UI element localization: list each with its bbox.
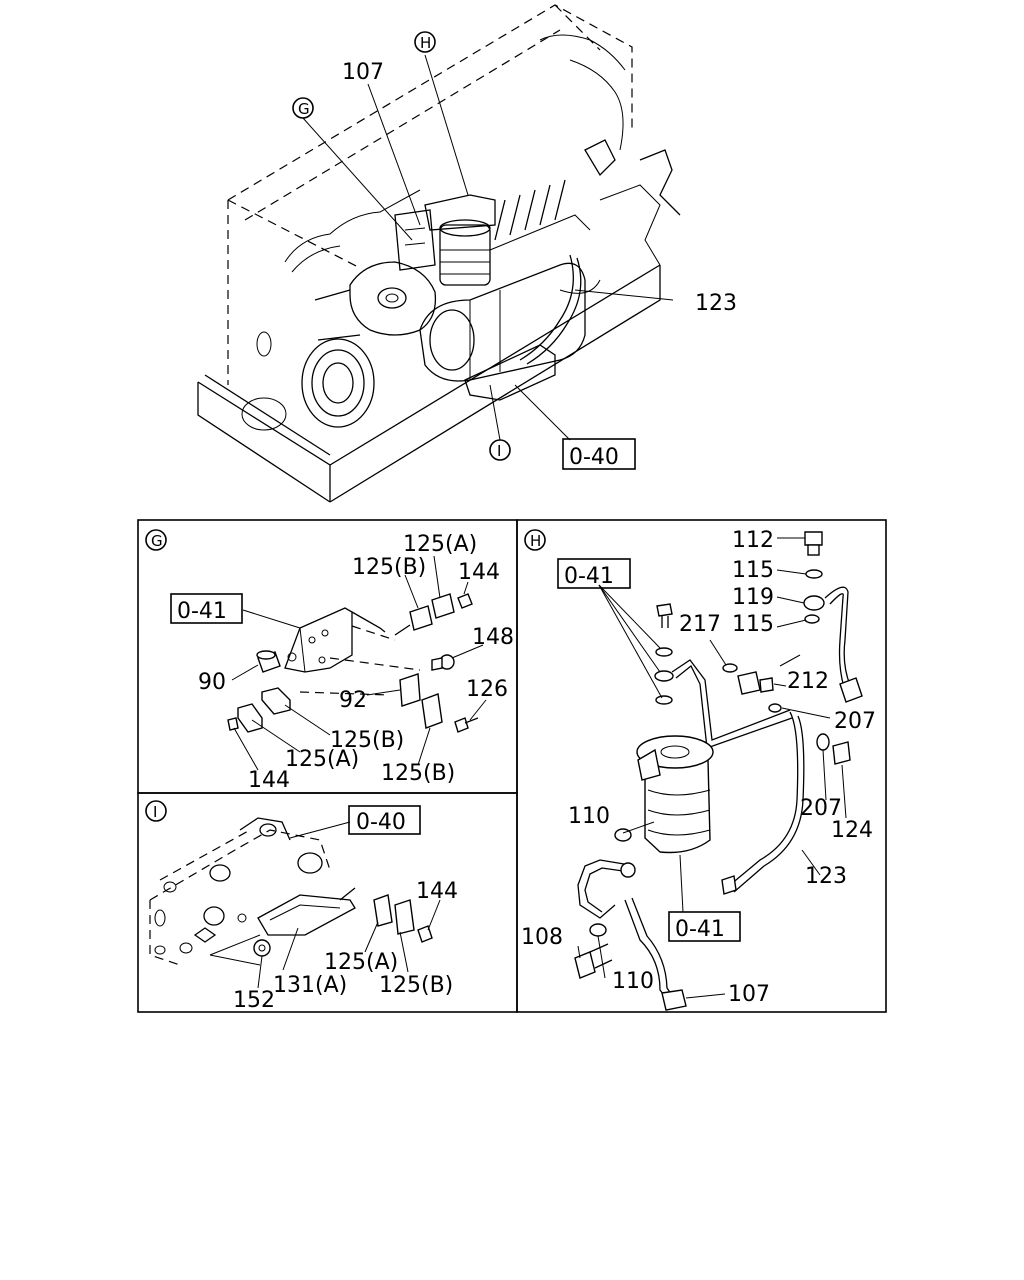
panel-h-label-110-b: 110 bbox=[612, 969, 654, 994]
panel-i-label-152: 152 bbox=[233, 988, 275, 1013]
overview-detail-h-text: H bbox=[420, 34, 431, 52]
panel-i-parts bbox=[149, 817, 433, 966]
panel-h-label-107: 107 bbox=[728, 982, 770, 1007]
panel-i-leaders bbox=[257, 821, 441, 989]
panel-g-label-125b-mid: 125(B) bbox=[330, 728, 404, 753]
panel-h-label-217: 217 bbox=[679, 612, 721, 637]
panel-h-label-124: 124 bbox=[831, 818, 873, 843]
overview-label-107: 107 bbox=[342, 60, 384, 85]
panel-h-ref-box-041-bot bbox=[668, 911, 741, 942]
panel-h-label-212: 212 bbox=[787, 669, 829, 694]
panel-h-label-115-a: 115 bbox=[732, 558, 774, 583]
panel-h-frame bbox=[516, 519, 887, 1013]
panel-g-tag: G bbox=[151, 532, 163, 550]
panel-g-label-144-bot: 144 bbox=[248, 768, 290, 793]
overview-detail-g-text: G bbox=[298, 100, 310, 118]
panel-i-tag: I bbox=[153, 803, 157, 821]
panel-g-label-92: 92 bbox=[339, 688, 367, 713]
panel-g-label-125a-top: 125(A) bbox=[403, 532, 477, 557]
panel-i-ref-box-040 bbox=[348, 805, 421, 835]
panel-h-label-115-b: 115 bbox=[732, 612, 774, 637]
panel-h-leaders bbox=[577, 537, 847, 999]
panel-g-ref-box-041 bbox=[170, 593, 243, 624]
engine-overview bbox=[197, 4, 681, 503]
overview-detail-i-marker bbox=[489, 439, 511, 461]
panel-h-ref-041-top: 0-41 bbox=[564, 564, 614, 589]
panel-g-parts bbox=[227, 593, 479, 733]
overview-label-123: 123 bbox=[695, 291, 737, 316]
panel-g-label-148: 148 bbox=[472, 625, 514, 650]
panel-g-label-90: 90 bbox=[198, 670, 226, 695]
panel-h-label-108: 108 bbox=[521, 925, 563, 950]
overview-leaders bbox=[302, 54, 674, 441]
panel-g-ref-041: 0-41 bbox=[177, 599, 227, 624]
panel-g-leaders bbox=[231, 555, 487, 771]
panel-h-label-119: 119 bbox=[732, 585, 774, 610]
panel-h-ref-041-bot: 0-41 bbox=[675, 917, 725, 942]
panel-h-tag: H bbox=[530, 532, 541, 550]
panel-i-label-144: 144 bbox=[416, 879, 458, 904]
panel-h-label-110-a: 110 bbox=[568, 804, 610, 829]
panel-h-label-207-b: 207 bbox=[800, 796, 842, 821]
overview-detail-i-text: I bbox=[497, 442, 501, 460]
panel-i-label-125a: 125(A) bbox=[324, 950, 398, 975]
panel-g-label-125b-bot: 125(B) bbox=[381, 761, 455, 786]
panel-h-parts bbox=[574, 531, 863, 1011]
panel-h-label-112: 112 bbox=[732, 528, 774, 553]
panel-h-tag-marker bbox=[524, 529, 546, 551]
panel-g-label-126: 126 bbox=[466, 677, 508, 702]
panel-i-tag-marker bbox=[145, 800, 167, 822]
overview-ref-box-040 bbox=[562, 438, 636, 470]
overview-detail-h-marker bbox=[414, 31, 436, 53]
panel-g-label-144-top: 144 bbox=[458, 560, 500, 585]
panel-g-label-125a-mid: 125(A) bbox=[285, 747, 359, 772]
panel-i-ref-040: 0-40 bbox=[356, 810, 406, 835]
overview-ref-040: 0-40 bbox=[569, 445, 619, 470]
panel-i-label-131a: 131(A) bbox=[273, 973, 347, 998]
panel-h-ref-box-041-top bbox=[557, 558, 631, 589]
panel-g-tag-marker bbox=[145, 529, 167, 551]
panel-i-label-125b: 125(B) bbox=[379, 973, 453, 998]
overview-detail-g-marker bbox=[292, 97, 314, 119]
panel-g-label-125b-top: 125(B) bbox=[352, 555, 426, 580]
panel-h-label-123: 123 bbox=[805, 864, 847, 889]
panel-h-label-207-a: 207 bbox=[834, 709, 876, 734]
